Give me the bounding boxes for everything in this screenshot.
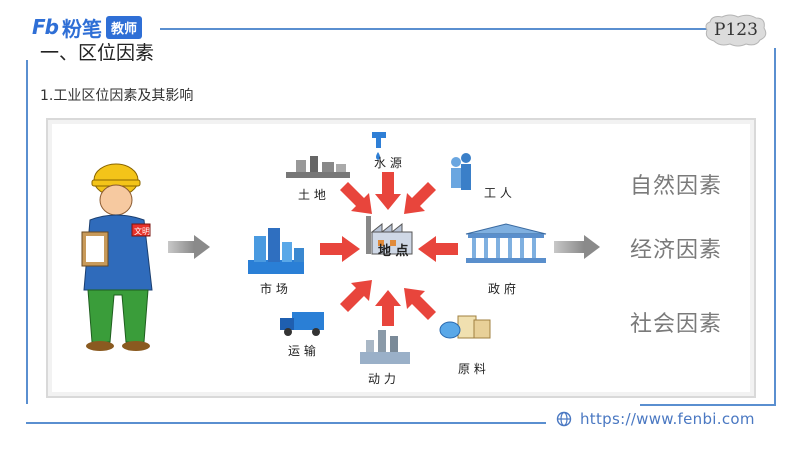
industrial-location-diagram: 文明 bbox=[46, 118, 756, 398]
arrow-from-market bbox=[320, 236, 360, 262]
frame-bottom-line bbox=[26, 422, 546, 424]
frame-bottom-right-line bbox=[640, 404, 776, 406]
government-label: 政 府 bbox=[488, 282, 516, 296]
section-title: 一、区位因素 bbox=[40, 42, 155, 64]
logo-name: 粉笔 bbox=[61, 16, 102, 41]
arrow-from-land bbox=[340, 182, 372, 214]
land-icon bbox=[286, 156, 350, 178]
land-label: 土 地 bbox=[298, 188, 326, 202]
worker-to-diagram-arrow bbox=[168, 235, 210, 259]
workers-icon bbox=[451, 153, 471, 190]
frame-left-line bbox=[26, 60, 28, 404]
raw-material-icon bbox=[439, 315, 491, 339]
center-label: 地 点 bbox=[378, 244, 409, 259]
logo-mark: Fb bbox=[32, 15, 59, 39]
transport-truck-icon bbox=[280, 312, 324, 336]
labor-label: 工 人 bbox=[484, 186, 512, 200]
water-label: 水 源 bbox=[374, 156, 402, 170]
footer-url-text[interactable]: https://www.fenbi.com bbox=[580, 410, 755, 428]
arrow-from-labor bbox=[404, 182, 436, 214]
arrow-from-material bbox=[404, 288, 436, 320]
globe-icon bbox=[556, 411, 572, 427]
page-number-tag: P123 bbox=[702, 12, 770, 48]
armband-text: 文明 bbox=[134, 226, 150, 236]
frame-top-line bbox=[160, 28, 712, 30]
worker-illustration bbox=[81, 163, 153, 351]
market-buildings-icon bbox=[248, 228, 304, 274]
footer-url[interactable]: https://www.fenbi.com bbox=[556, 410, 755, 428]
arrow-from-water bbox=[375, 172, 401, 210]
power-plant-icon bbox=[360, 330, 410, 364]
factor-natural: 自然因素 bbox=[630, 174, 723, 199]
red-arrows bbox=[320, 172, 458, 326]
brand-logo: Fb 粉笔 教师 bbox=[32, 14, 142, 41]
factory-icon bbox=[366, 216, 413, 255]
logo-badge: 教师 bbox=[105, 15, 142, 39]
subtitle: 1.工业区位因素及其影响 bbox=[40, 88, 194, 104]
arrow-from-government bbox=[418, 236, 458, 262]
water-tap-icon bbox=[372, 132, 386, 160]
arrow-from-power bbox=[375, 290, 401, 326]
diagram-canvas: 文明 bbox=[81, 132, 600, 364]
material-label: 原 料 bbox=[458, 362, 486, 376]
factor-economic: 经济因素 bbox=[630, 238, 723, 263]
power-label: 动 力 bbox=[368, 372, 396, 386]
government-building-icon bbox=[465, 223, 547, 263]
page-number: P123 bbox=[714, 20, 758, 40]
market-label: 市 场 bbox=[260, 282, 288, 296]
frame-right-line bbox=[774, 48, 776, 404]
arrow-from-transport bbox=[340, 280, 372, 312]
page-tag-cloud-icon bbox=[705, 14, 767, 47]
transport-label: 运 输 bbox=[288, 344, 316, 358]
diagram-to-factors-arrow bbox=[554, 235, 600, 259]
factor-social: 社会因素 bbox=[630, 312, 723, 337]
